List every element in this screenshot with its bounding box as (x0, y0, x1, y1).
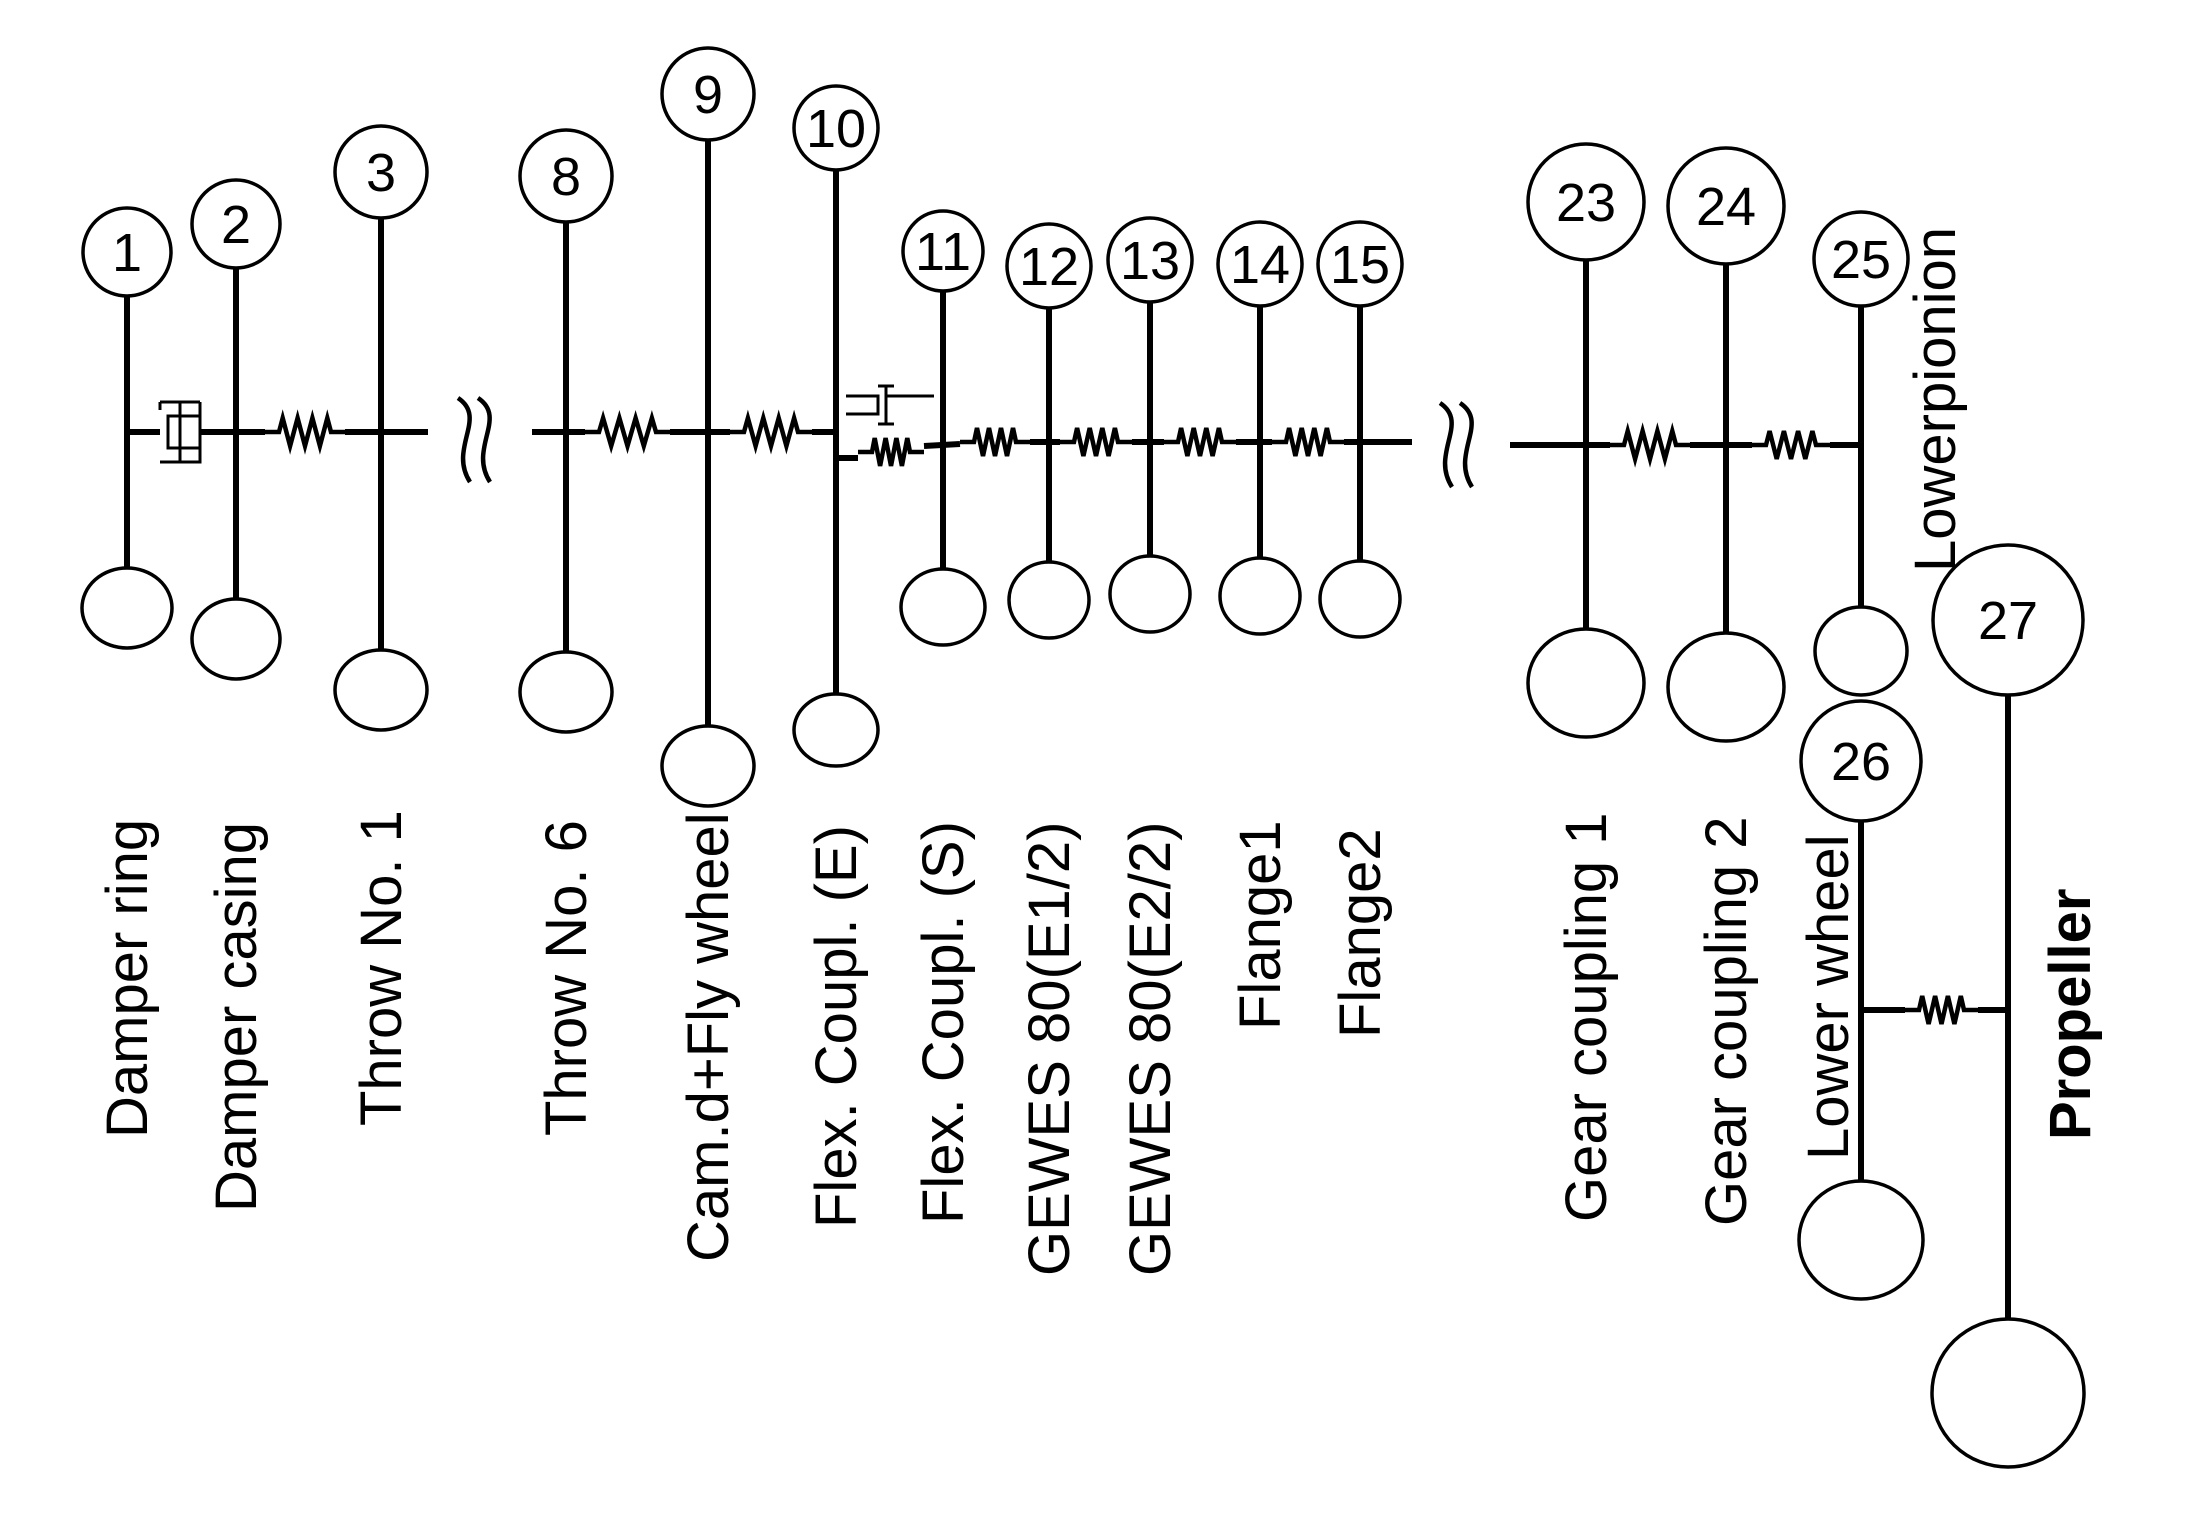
mass-3-inertia-circle (333, 648, 429, 732)
mass-26-label: Lower wheel (1796, 834, 1861, 1160)
mass-1-label: Damper ring (95, 819, 160, 1138)
spring-13-14 (1164, 427, 1236, 457)
mass-2-number: 2 (221, 195, 251, 255)
mass-1-number-circle (81, 206, 173, 298)
mass-12-number-circle (1005, 222, 1093, 310)
shaft-breaks (456, 396, 1474, 489)
mass-24-number: 24 (1696, 177, 1756, 237)
damper-1-2-piston (166, 414, 202, 450)
mass-23-number-circle (1526, 142, 1646, 262)
spring-8-9 (585, 409, 670, 455)
mass-1-inertia-circle (80, 566, 174, 650)
mass-2-number-circle (190, 178, 282, 270)
mass-8-number: 8 (551, 147, 581, 207)
spring-2-3 (265, 409, 345, 455)
mass-14-label: Flange1 (1228, 820, 1293, 1030)
spring-26-27 (1905, 995, 1978, 1025)
spring-14-15 (1272, 427, 1344, 457)
mass-9-label: Cam.d+Fly wheel (676, 812, 741, 1262)
mass-15-number: 15 (1330, 235, 1390, 295)
mass-8-label: Throw No. 6 (534, 820, 599, 1136)
mass-24-number-circle (1666, 146, 1786, 266)
spring-11-12 (960, 427, 1030, 457)
mass-27-number: 27 (1978, 591, 2038, 651)
mass-8-inertia-circle (518, 650, 614, 734)
mass-25-inertia-circle (1813, 605, 1909, 697)
mass-2-inertia-circle (190, 597, 282, 681)
spring-9-10 (730, 409, 812, 455)
mass-9-number-circle (660, 46, 756, 142)
spring-24-25 (1752, 430, 1830, 460)
mass-12-number: 12 (1019, 237, 1079, 297)
break-3-8 (456, 396, 492, 484)
mass-8-number-circle (518, 128, 614, 224)
mass-13-number: 13 (1120, 231, 1180, 291)
mass-26-number: 26 (1831, 732, 1891, 792)
mass-13-label: GEWES 80(E2/2) (1118, 822, 1183, 1276)
mass-24-inertia-circle (1666, 631, 1786, 743)
mass-24-label: Gear coupling 2 (1694, 817, 1759, 1226)
mass-3-number-circle (333, 124, 429, 220)
mass-15-number-circle (1316, 220, 1404, 308)
mass-23-inertia-circle (1526, 627, 1646, 739)
spring-23-24 (1610, 422, 1690, 468)
mass-3-label: Throw No. 1 (349, 810, 414, 1126)
mass-13-number-circle (1106, 216, 1194, 304)
mass-1-number: 1 (112, 223, 142, 283)
mass-26-number-circle (1799, 699, 1923, 823)
mass-3-number: 3 (366, 143, 396, 203)
mass-25-number-circle (1812, 210, 1910, 308)
spring-10-11 (858, 437, 924, 467)
shaft-segments (127, 429, 2008, 1013)
mass-14-number: 14 (1230, 235, 1290, 295)
mass-15-inertia-circle (1318, 559, 1402, 639)
mass-12-label: GEWES 80(E1/2) (1017, 822, 1082, 1276)
mass-27-label: Propeller (2038, 889, 2103, 1140)
break-15-23 (1438, 401, 1474, 489)
mass-11-inertia-circle (899, 567, 987, 647)
mass-27-inertia-circle (1930, 1317, 2086, 1469)
mass-25-label: Lowerpionion (1903, 227, 1968, 572)
mass-10-inertia-circle (792, 692, 880, 768)
mass-15-label: Flange2 (1328, 828, 1393, 1038)
mass-11-number: 11 (915, 222, 971, 282)
dampers (158, 384, 934, 464)
mass-14-inertia-circle (1218, 556, 1302, 636)
mass-23-number: 23 (1556, 173, 1616, 233)
damper-1-2 (158, 400, 202, 464)
mass-9-number: 9 (693, 65, 723, 125)
mass-27-number-circle (1931, 543, 2085, 697)
mass-10-number-circle (792, 84, 880, 172)
mass-23-label: Gear coupling 1 (1554, 813, 1619, 1222)
mass-14-number-circle (1216, 220, 1304, 308)
mass-11-label: Flex. Coupl. (S) (911, 821, 976, 1224)
torsional-springs (265, 409, 1978, 1025)
mass-9-inertia-circle (660, 724, 756, 808)
mass-11-number-circle (901, 209, 985, 293)
damper-10-11 (846, 384, 934, 426)
mass-25-number: 25 (1831, 230, 1891, 290)
mass-12-inertia-circle (1007, 560, 1091, 640)
spring-12-13 (1060, 427, 1132, 457)
mass-10-label: Flex. Coupl. (E) (804, 825, 869, 1228)
mass-26-inertia-circle (1797, 1179, 1925, 1301)
mass-2-label: Damper casing (204, 822, 269, 1212)
mass-10-number: 10 (806, 99, 866, 159)
mass-13-inertia-circle (1108, 554, 1192, 634)
